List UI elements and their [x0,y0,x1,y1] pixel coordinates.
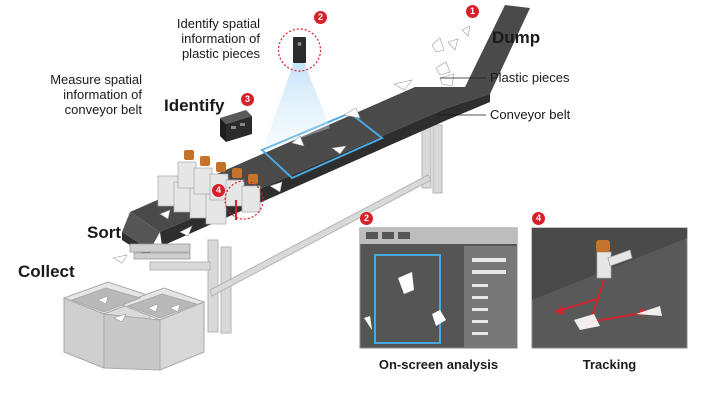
panel-badge-tracking: 4 [532,212,545,225]
step-badge-4: 4 [212,184,225,197]
nozzle-highlight [224,180,264,220]
camera-highlight [277,28,322,72]
tracking-panel [531,227,688,349]
collection-bins [62,281,206,371]
measure-spatial-line-2: information of [63,87,142,102]
onscreen-analysis-title: On-screen analysis [378,357,499,372]
step-badge-3: 3 [241,93,254,106]
identify-spatial-line-2: information of [181,31,260,46]
conveyor-frame [149,117,443,334]
step-badge-2: 2 [314,11,327,24]
tracking-title: Tracking [582,357,637,372]
collect-label: Collect [18,262,75,281]
leader-lines [438,77,486,116]
dump-label: Dump [492,28,541,47]
identify-spatial-line-3: plastic pieces [181,46,260,61]
identify-label: Identify [164,96,225,115]
conveyor-belt-label: Conveyor belt [490,107,571,122]
rollers [129,243,191,260]
line-sensor-icon [220,110,252,142]
measure-spatial-line-3: conveyor belt [64,102,142,117]
onscreen-analysis-panel [359,227,518,349]
plastic-pieces [112,25,471,264]
step-badge-1: 1 [466,5,479,18]
camera-beam [262,62,330,152]
panel-badge-onscreen: 2 [360,212,373,225]
identify-spatial-line-1: Identify spatial [176,16,260,31]
camera-icon [293,37,306,63]
sort-label: Sort [87,223,121,242]
plastic-pieces-label: Plastic pieces [490,70,570,85]
measure-spatial-line-1: Measure spatial [50,72,142,87]
measure-spatial-label: Measure spatial information of conveyor … [20,72,142,117]
collected-pieces [97,295,181,323]
identify-spatial-label: Identify spatial information of plastic … [150,16,260,61]
